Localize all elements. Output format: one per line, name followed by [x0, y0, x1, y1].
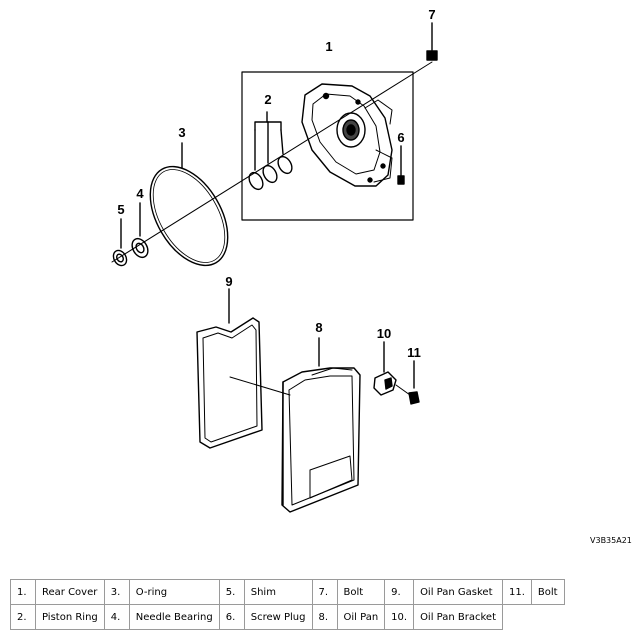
callout-3: 3	[178, 125, 185, 140]
piston-ring-1	[248, 171, 264, 191]
legend-name: Bolt	[336, 579, 386, 605]
legend-num: 7.	[311, 579, 338, 605]
legend-name: O-ring	[128, 579, 220, 605]
legend-num: 8.	[311, 604, 338, 630]
bolt-7-part	[426, 50, 438, 61]
legend-name: Oil Pan Bracket	[413, 604, 503, 630]
legend-num: 3.	[103, 579, 130, 605]
callout-4: 4	[136, 186, 144, 201]
legend-name: Screw Plug	[243, 604, 313, 630]
legend-name: Oil Pan Gasket	[413, 579, 503, 605]
exploded-parts-diagram: 1 2 3 4 5 6 7 8 9 10 11	[111, 7, 438, 513]
callout-9: 9	[225, 274, 232, 289]
legend-num: 1.	[10, 579, 36, 605]
drawing-code: V3B35A21	[590, 536, 632, 545]
rear-cover-part	[301, 83, 393, 187]
oil-pan-part	[281, 367, 361, 513]
legend-name: Shim	[243, 579, 313, 605]
callout-11: 11	[407, 345, 421, 360]
legend-row-2: 2. Piston Ring 4. Needle Bearing 6. Scre…	[10, 604, 565, 630]
legend-num: 2.	[10, 604, 36, 630]
callout-8: 8	[315, 320, 322, 335]
callout-1: 1	[325, 39, 332, 54]
legend-name: Rear Cover	[35, 579, 105, 605]
gasket-axis-line	[229, 376, 291, 396]
callout-7: 7	[428, 7, 435, 22]
rear-cover-group-box	[241, 71, 414, 221]
legend-name: Needle Bearing	[128, 604, 220, 630]
legend-num: 6.	[218, 604, 245, 630]
o-ring-part	[149, 165, 229, 267]
callout-10: 10	[377, 326, 391, 341]
legend-row-1: 1. Rear Cover 3. O-ring 5. Shim 7. Bolt …	[10, 579, 565, 605]
parts-legend-table: 1. Rear Cover 3. O-ring 5. Shim 7. Bolt …	[10, 579, 565, 630]
assembly-axis-line	[111, 61, 433, 263]
callout-6: 6	[397, 130, 404, 145]
legend-num: 9.	[384, 579, 415, 605]
bolt-11-part	[408, 391, 420, 405]
legend-name: Bolt	[530, 579, 565, 605]
callout-2: 2	[264, 92, 271, 107]
shim-part	[112, 249, 128, 267]
piston-ring-2	[262, 164, 278, 184]
legend-name: Oil Pan	[336, 604, 386, 630]
legend-name: Piston Ring	[35, 604, 105, 630]
oil-pan-gasket-part	[196, 317, 263, 449]
needle-bearing-part	[131, 237, 149, 259]
legend-num: 11.	[502, 579, 532, 605]
legend-num: 5.	[218, 579, 245, 605]
piston-ring-3	[277, 155, 293, 175]
screw-plug-part	[397, 175, 405, 185]
legend-num: 4.	[103, 604, 130, 630]
legend-num: 10.	[384, 604, 415, 630]
callout-5: 5	[117, 202, 124, 217]
